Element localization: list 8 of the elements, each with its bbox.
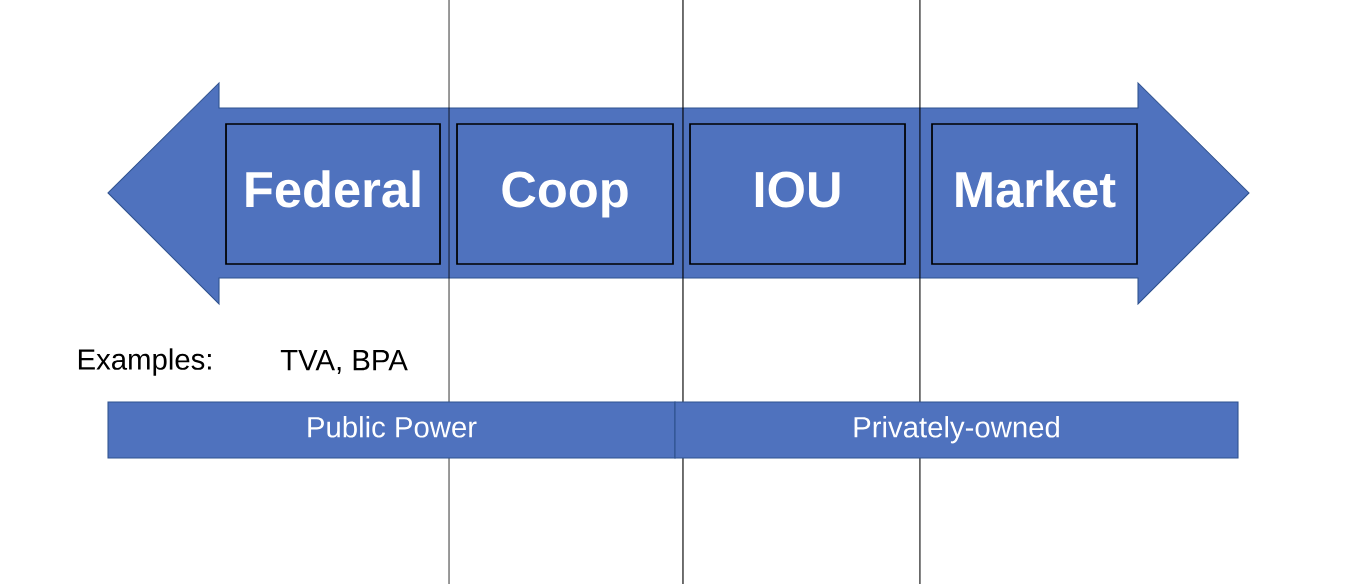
group-bar: Privately-owned bbox=[674, 401, 1239, 459]
examples-heading: Examples: bbox=[78, 348, 211, 376]
category-box: Market bbox=[931, 123, 1138, 265]
example-text: TVA, BPA bbox=[280, 350, 408, 374]
category-box: IOU bbox=[689, 123, 906, 265]
category-box: Coop bbox=[456, 123, 674, 265]
category-box: Federal bbox=[225, 123, 441, 265]
group-bar: Public Power bbox=[107, 401, 676, 459]
